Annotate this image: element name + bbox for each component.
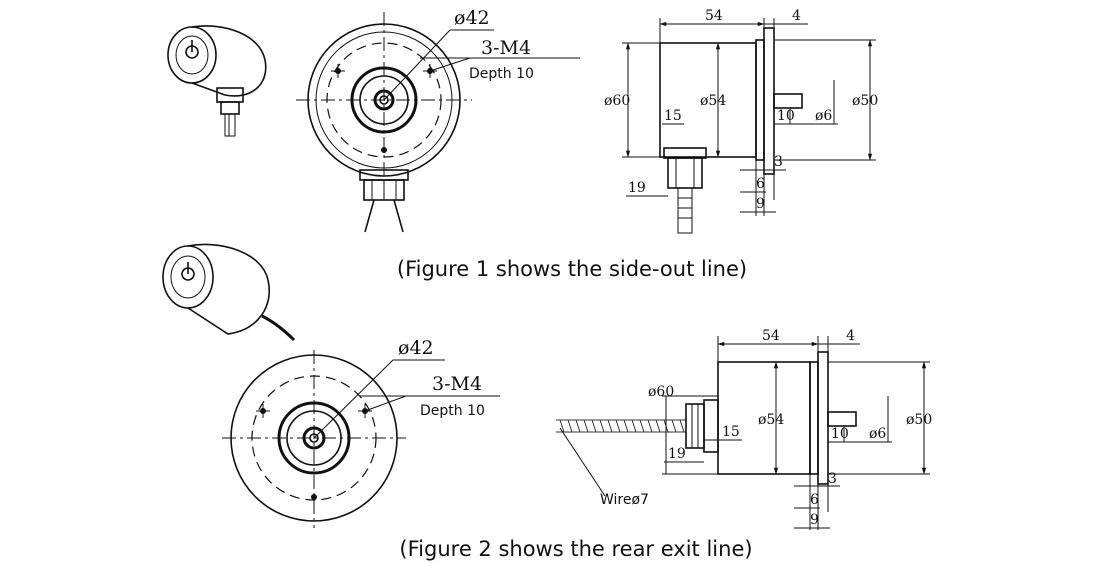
figure1-front-depth-label: Depth 10 [469, 66, 534, 82]
figure2-side-dia60: ø60 [648, 384, 674, 400]
figure2-wire-label: Wireø7 [600, 492, 649, 508]
figure2-side-dia50: ø50 [906, 412, 932, 428]
figure2-caption: (Figure 2 shows the rear exit line) [399, 537, 752, 561]
figure1-side-len4: 4 [792, 8, 801, 24]
figure1-caption: (Figure 1 shows the side-out line) [397, 257, 747, 281]
figure1-side-len9: 9 [756, 196, 765, 212]
figure2-side-len15: 15 [722, 424, 740, 440]
figure2-iso-sketch [162, 243, 296, 342]
figure1-side-dia6: ø6 [815, 108, 832, 124]
figure2-side-len9: 9 [810, 512, 819, 528]
figure1-side-len15: 15 [664, 108, 682, 124]
figure2-side-len10: 10 [831, 426, 849, 442]
figure1-side-len3: 3 [774, 154, 783, 170]
figure1-side-dia54: ø54 [700, 93, 726, 109]
figure2-side-dia6: ø6 [869, 426, 886, 442]
figure1-side-view: 54 4 ø60 ø54 ø50 15 10 ø6 3 6 [604, 8, 878, 234]
figure1-front-view: ø42 3-M4 Depth 10 [296, 7, 580, 233]
figure1-iso-sketch [167, 25, 267, 137]
figure1-front-thread-label: 3-M4 [481, 37, 531, 59]
figure2-front-view: ø42 3-M4 Depth 10 [222, 337, 500, 528]
figure2-front-thread-label: 3-M4 [432, 373, 482, 395]
figure2-side-len6: 6 [810, 492, 819, 508]
figure2-front-diameter-label: ø42 [398, 337, 434, 359]
figure2-side-view: 54 4 ø60 ø54 ø50 15 19 10 ø6 3 [556, 328, 932, 530]
figure1-side-len6: 6 [756, 176, 765, 192]
figure1-side-dia60: ø60 [604, 93, 630, 109]
figure2-side-dia54: ø54 [758, 412, 784, 428]
figure1-side-len10: 10 [777, 108, 795, 124]
figure1-side-len54: 54 [705, 8, 723, 24]
figure2-side-len3: 3 [828, 471, 837, 487]
figure2-side-len19: 19 [668, 446, 686, 462]
figure1-side-dia50: ø50 [852, 93, 878, 109]
figure1-side-len19: 19 [628, 180, 646, 196]
figure2-front-depth-label: Depth 10 [420, 403, 485, 419]
figure1-front-diameter-label: ø42 [454, 7, 490, 29]
figure2-side-len4: 4 [846, 328, 855, 344]
figure2-side-len54: 54 [762, 328, 780, 344]
